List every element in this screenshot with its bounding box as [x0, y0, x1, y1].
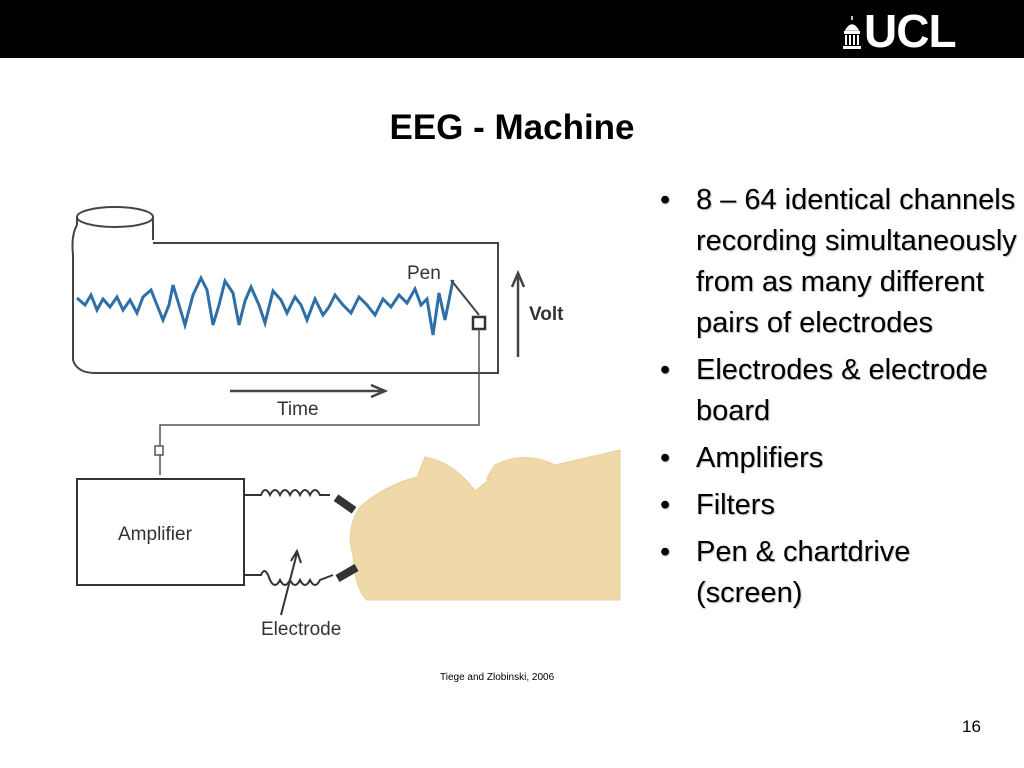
time-label: Time: [277, 399, 319, 420]
connector: [154, 445, 164, 456]
bullet-item: •8 – 64 identical channels recording sim…: [660, 184, 1017, 339]
electrode-label: Electrode: [261, 619, 341, 640]
page-number: 16: [962, 717, 981, 736]
volt-label: Volt: [529, 304, 564, 325]
time-arrow: [230, 383, 389, 399]
paper-roll-top: [76, 206, 154, 228]
bullet-text: Pen & chartdrive (screen): [696, 536, 911, 609]
amplifier-box: [76, 478, 245, 586]
ucl-logo: UCL: [842, 6, 992, 56]
eeg-trace: [76, 274, 455, 336]
figure-caption: Tiege and Zlobinski, 2006: [440, 672, 555, 683]
bullet-item: •Amplifiers: [660, 442, 824, 474]
bullet-item: •Filters: [660, 489, 775, 521]
eeg-machine-diagram: Pen Volt Time Amplifier Electrode: [71, 206, 621, 640]
logo-wordmark: UCL: [864, 5, 957, 57]
amplifier-label: Amplifier: [118, 524, 193, 545]
pen-label: Pen: [407, 263, 441, 284]
electrode-bottom: [335, 564, 359, 582]
bullet-text: Filters: [696, 489, 775, 521]
bullet-text: 8 – 64 identical channels recording simu…: [696, 184, 1017, 339]
slide-title: EEG - Machine: [389, 108, 635, 147]
portico-dome-icon: [843, 16, 861, 49]
bullet-item: •Electrodes & electrode board: [660, 354, 988, 427]
chart-paper: [71, 224, 499, 374]
header-bar: UCL: [0, 0, 1024, 58]
electrode-coil-top: [244, 489, 330, 498]
pen-arm: [450, 279, 480, 316]
bullet-list: •8 – 64 identical channels recording sim…: [660, 180, 1020, 620]
bullet-text: Amplifiers: [696, 442, 824, 474]
bullet-item: •Pen & chartdrive (screen): [660, 536, 911, 609]
head-profile: [349, 449, 621, 601]
electrode-top: [333, 494, 357, 514]
electrode-pointer: [280, 548, 302, 616]
pen-tip: [471, 315, 487, 331]
volt-arrow: [510, 269, 526, 357]
bullet-text: Electrodes & electrode board: [696, 354, 988, 427]
